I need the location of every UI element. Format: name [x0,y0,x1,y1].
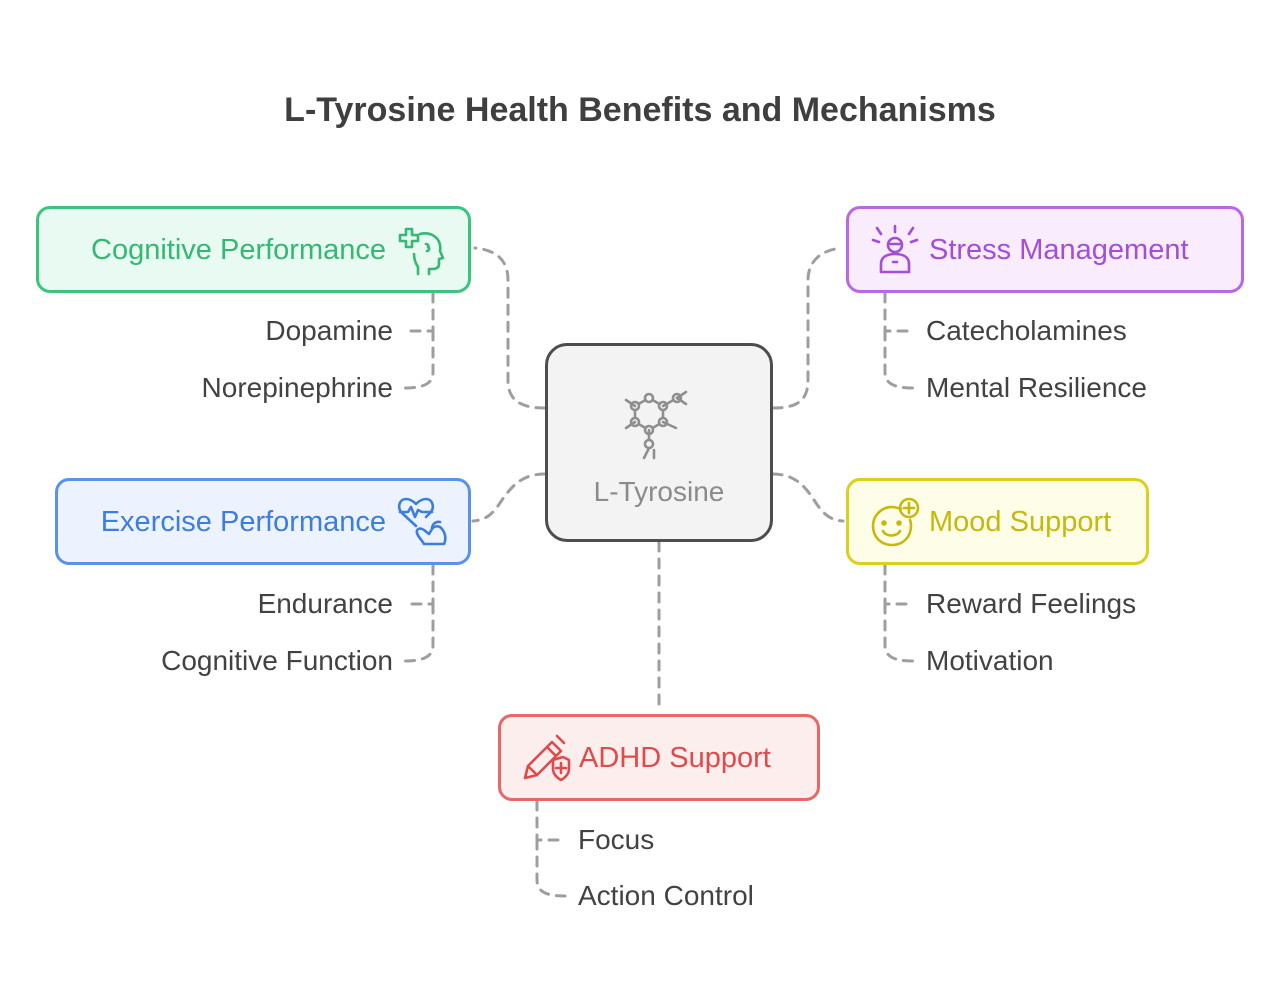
node-mood-support[interactable]: Mood Support [846,478,1149,565]
smiley-plus-icon [871,497,920,546]
sub-item-cognitive-function: Cognitive Function [161,645,393,676]
sub-item-reward-feelings: Reward Feelings [926,588,1137,619]
heart-muscle-icon [397,497,447,545]
connector-mood-reward [883,563,915,606]
sub-item-mental-resilience: Mental Resilience [926,372,1147,403]
pencil-shield-icon [523,734,571,781]
connector-cognitive-dopamine [402,291,435,333]
connector-stress-resilience [883,329,915,390]
connector-stress-catecholamines [883,291,915,333]
connector-adhd-action-control [535,838,567,898]
connector-center-exercise [471,472,547,523]
sub-item-catecholamines: Catecholamines [926,315,1127,346]
head-plus-icon [398,227,445,275]
stressed-person-icon [871,224,919,273]
node-exercise-label: Exercise Performance [100,505,386,538]
node-exercise-performance[interactable]: Exercise Performance [55,478,471,565]
node-cognitive-label: Cognitive Performance [91,233,386,266]
connector-exercise-endurance [402,563,435,606]
connector-center-mood [771,472,845,523]
connector-exercise-cognitive-function [402,602,435,663]
sub-item-motivation: Motivation [926,645,1054,676]
sub-item-dopamine: Dopamine [265,315,393,346]
node-adhd-label: ADHD Support [579,741,771,774]
connector-adhd-focus [535,799,567,842]
sub-item-focus: Focus [578,824,655,855]
diagram-title: L-Tyrosine Health Benefits and Mechanism… [284,91,996,129]
node-stress-label: Stress Management [929,233,1189,266]
connector-mood-motivation [883,602,915,663]
connector-center-cognitive [473,246,547,410]
center-node[interactable]: L-Tyrosine [545,343,773,542]
sub-item-norepinephrine: Norepinephrine [201,372,393,403]
node-stress-management[interactable]: Stress Management [846,206,1244,293]
node-mood-label: Mood Support [929,505,1112,538]
connector-cognitive-norepinephrine [402,329,435,390]
node-adhd-support[interactable]: ADHD Support [498,714,820,801]
node-cognitive-performance[interactable]: Cognitive Performance [36,206,471,293]
sub-item-endurance: Endurance [257,588,393,619]
connector-center-stress [771,246,844,410]
sub-item-action-control: Action Control [578,880,754,911]
center-label: L-Tyrosine [593,475,725,507]
molecule-icon [624,390,688,459]
